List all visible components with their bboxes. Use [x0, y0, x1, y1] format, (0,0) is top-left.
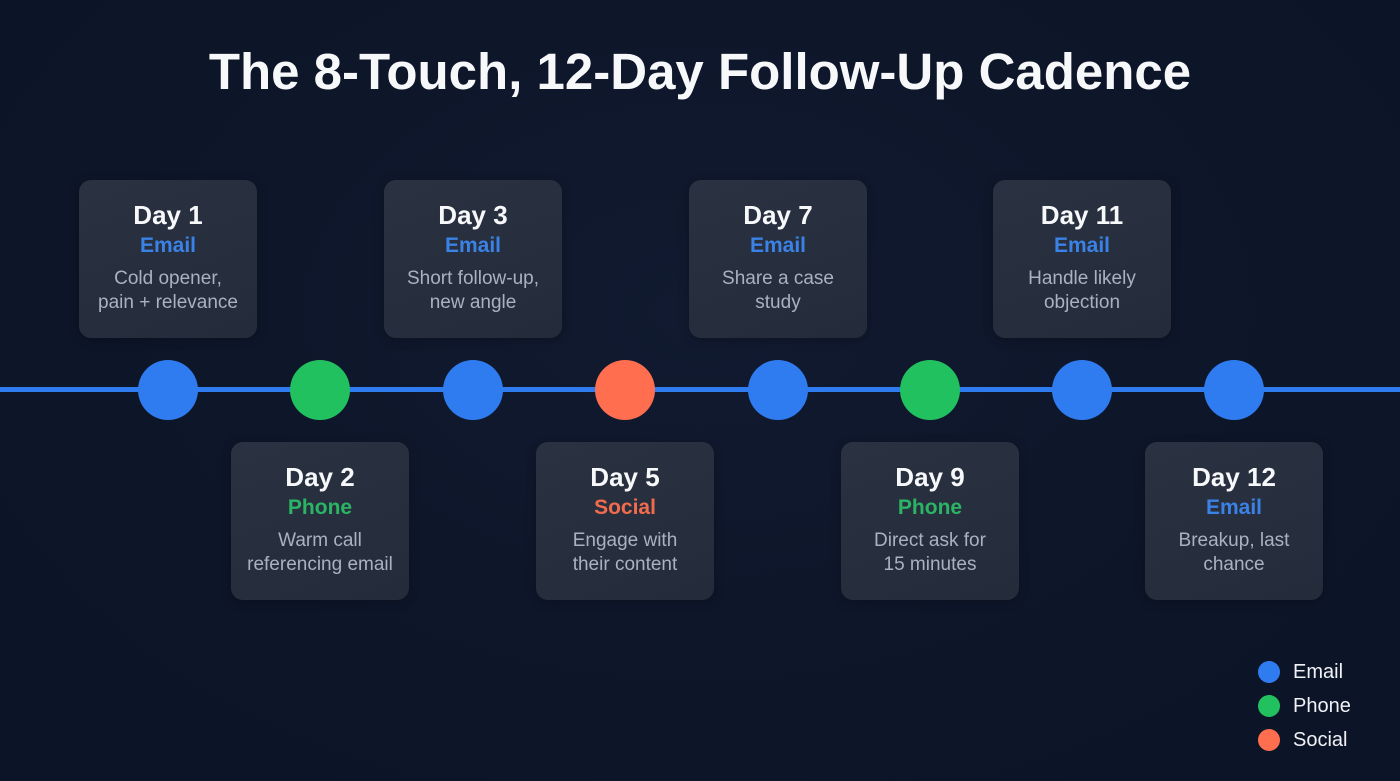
card-channel-label: Phone [897, 496, 963, 519]
card-day-label: Day 2 [285, 462, 355, 492]
card-channel-label: Email [1205, 496, 1263, 519]
touch-card-day-3: Day 3 Email Short follow-up, new angle [384, 180, 562, 338]
timeline-dot-email [138, 360, 198, 420]
card-description: Breakup, last chance [1145, 529, 1323, 577]
touch-card-day-2: Day 2 Phone Warm call referencing email [231, 442, 409, 600]
legend-item-email: Email [1258, 655, 1351, 689]
card-description: Engage with their content [536, 529, 714, 577]
card-description-line: their content [572, 554, 678, 575]
timeline-dot-email [1204, 360, 1264, 420]
card-description: Short follow-up, new angle [384, 267, 562, 315]
card-description-line: Short follow-up, [406, 268, 539, 289]
card-description-line: pain + relevance [98, 292, 238, 313]
timeline-dot-phone [290, 360, 350, 420]
timeline-dot-email [748, 360, 808, 420]
card-description-line: Direct ask for [874, 530, 986, 551]
legend-label: Email [1293, 660, 1344, 683]
card-description-line: Warm call [278, 530, 362, 551]
card-day-label: Day 9 [895, 462, 965, 492]
card-description: Cold opener, pain + relevance [79, 267, 257, 315]
legend-label: Social [1293, 728, 1348, 751]
card-description-line: referencing email [247, 554, 393, 575]
card-day-label: Day 7 [743, 200, 813, 230]
card-description-line: Cold opener, [114, 268, 222, 289]
legend-label: Phone [1293, 694, 1351, 717]
card-channel-label: Email [1053, 234, 1111, 257]
legend-item-phone: Phone [1258, 689, 1351, 723]
card-description: Handle likely objection [993, 267, 1171, 315]
card-description-line: Handle likely [1028, 268, 1136, 289]
card-day-label: Day 3 [438, 200, 508, 230]
legend: Email Phone Social [1258, 655, 1351, 757]
card-channel-label: Phone [287, 496, 353, 519]
card-channel-label: Email [444, 234, 502, 257]
touch-card-day-7: Day 7 Email Share a case study [689, 180, 867, 338]
touch-card-day-1: Day 1 Email Cold opener, pain + relevanc… [79, 180, 257, 338]
card-day-label: Day 11 [1040, 200, 1124, 230]
social-dot-icon [1258, 729, 1280, 751]
phone-dot-icon [1258, 695, 1280, 717]
card-description-line: objection [1043, 292, 1121, 313]
card-description-line: Engage with [572, 530, 678, 551]
legend-item-social: Social [1258, 723, 1351, 757]
card-description-line: study [755, 292, 801, 313]
timeline-line [0, 387, 1400, 392]
timeline-dot-email [1052, 360, 1112, 420]
card-day-label: Day 5 [590, 462, 660, 492]
card-channel-label: Email [139, 234, 197, 257]
card-day-label: Day 1 [133, 200, 203, 230]
touch-card-day-5: Day 5 Social Engage with their content [536, 442, 714, 600]
timeline-dot-phone [900, 360, 960, 420]
card-day-label: Day 12 [1192, 462, 1276, 492]
email-dot-icon [1258, 661, 1280, 683]
card-channel-label: Email [749, 234, 807, 257]
touch-card-day-11: Day 11 Email Handle likely objection [993, 180, 1171, 338]
timeline-dot-social [595, 360, 655, 420]
page-title: The 8-Touch, 12-Day Follow-Up Cadence [208, 43, 1192, 100]
touch-card-day-12: Day 12 Email Breakup, last chance [1145, 442, 1323, 600]
card-description: Direct ask for 15 minutes [841, 529, 1019, 577]
card-channel-label: Social [594, 496, 656, 519]
card-description-line: Share a case [722, 268, 834, 289]
touch-card-day-9: Day 9 Phone Direct ask for 15 minutes [841, 442, 1019, 600]
card-description-line: Breakup, last [1178, 530, 1290, 551]
card-description-line: new angle [429, 292, 517, 313]
card-description: Warm call referencing email [231, 529, 409, 577]
card-description-line: 15 minutes [883, 554, 977, 575]
card-description-line: chance [1203, 554, 1265, 575]
timeline-dot-email [443, 360, 503, 420]
card-description: Share a case study [689, 267, 867, 315]
